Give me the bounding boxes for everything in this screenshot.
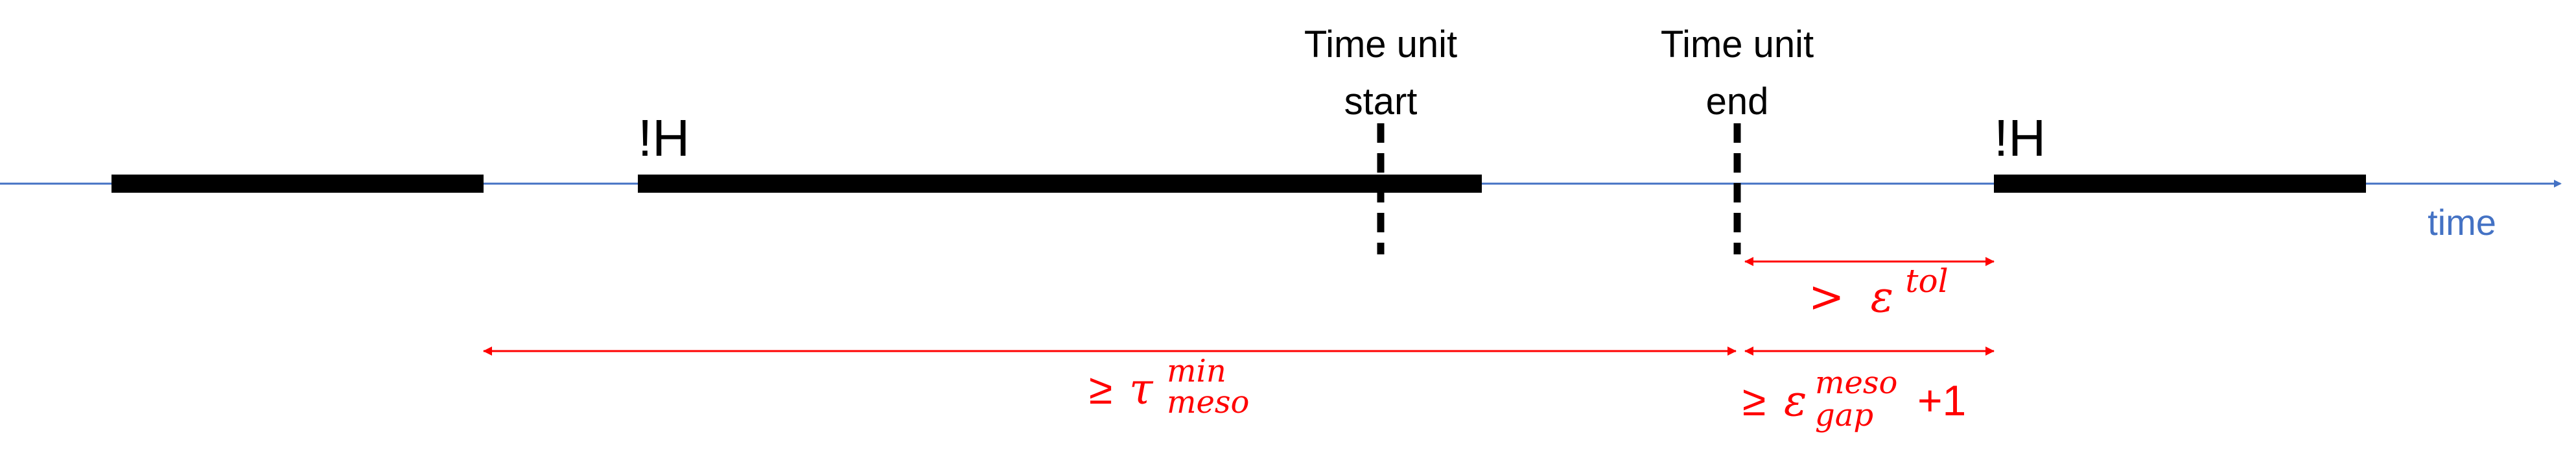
interval-label-1: !H [638,109,690,167]
tolerance-superscript: tol [1905,262,1948,300]
gap-relation: ≥ [1742,376,1766,424]
tolerance-label: > ε tol [1809,262,1949,322]
min-meso-superscript: min [1167,353,1226,389]
min-meso-relation: ≥ [1089,365,1112,413]
tolerance-symbol: ε [1871,272,1893,322]
interval-label-2: !H [1994,109,2046,167]
min-meso-subscript: meso [1167,384,1249,421]
min-meso-symbol: τ [1129,364,1154,414]
time-axis-label: time [2428,202,2496,243]
gap-superscript: meso [1815,365,1897,401]
gap-tail: +1 [1917,376,1966,424]
gap-symbol: ε [1784,376,1807,426]
time-unit-start-label-line2: start [1344,80,1418,123]
time-unit-start-label-line1: Time unit [1304,23,1457,66]
time-unit-end-label-line1: Time unit [1661,23,1814,66]
gap-subscript: gap [1815,397,1873,433]
tolerance-relation: > [1809,272,1844,322]
time-unit-end-label-line2: end [1706,80,1769,123]
